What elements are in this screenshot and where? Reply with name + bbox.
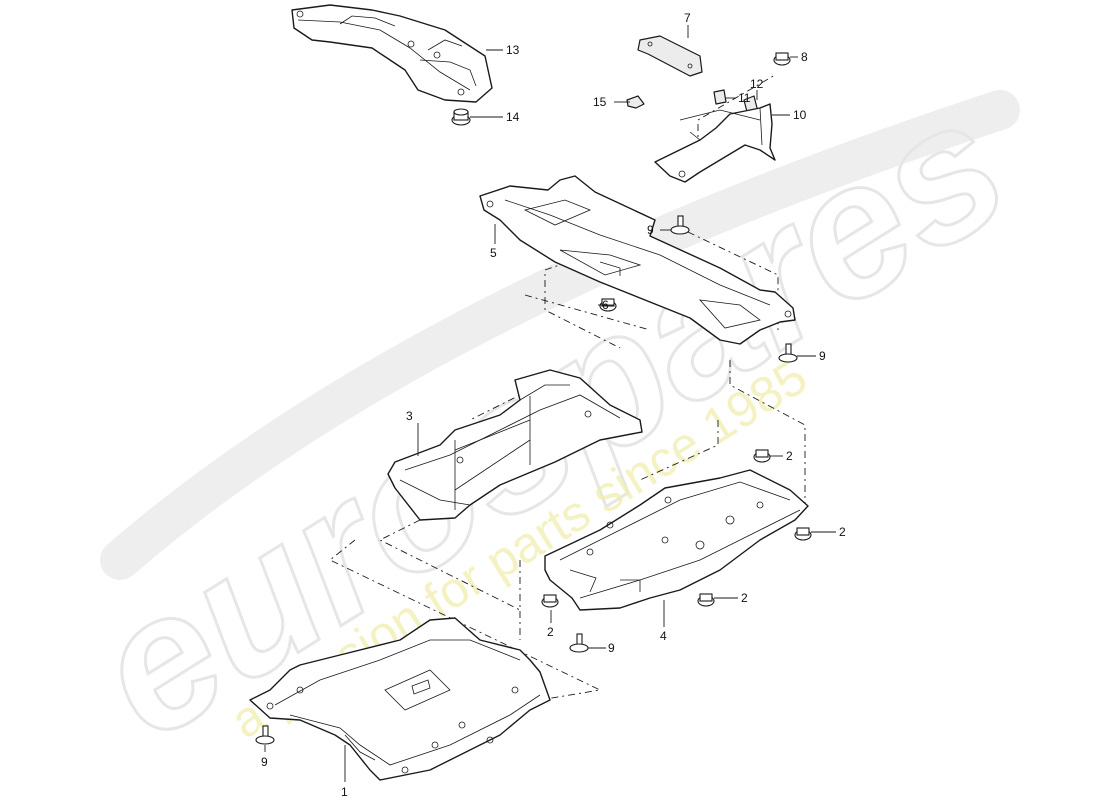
- part-10-bracket: [654, 103, 776, 183]
- callout-2d: 2: [547, 625, 554, 639]
- part-1-panel: [249, 617, 551, 781]
- screw-c: [569, 633, 589, 653]
- part-9-screws: [255, 215, 798, 745]
- callout-12: 12: [750, 77, 764, 91]
- part-4-panel: [544, 469, 809, 611]
- callout-1: 1: [341, 785, 348, 799]
- nut-2b: [794, 527, 812, 541]
- screw-a: [670, 215, 690, 235]
- callouts: 1 2 2 2 2 3 4 5 6 7 8 9 9 9 9 10 11 12 1…: [261, 11, 846, 799]
- leader-lines: [264, 25, 836, 782]
- part-7-plate: [637, 35, 703, 77]
- callout-9b: 9: [819, 349, 826, 363]
- callout-11: 11: [738, 91, 751, 105]
- callout-15: 15: [593, 95, 607, 109]
- callout-9c: 9: [608, 641, 615, 655]
- part-5-shield: [479, 175, 796, 345]
- part-3-tray: [387, 369, 643, 521]
- callout-3: 3: [406, 409, 413, 423]
- screw-d: [255, 725, 275, 745]
- part-6-nut: [599, 298, 617, 312]
- part-15-clip: [626, 95, 645, 109]
- part-14-nut: [451, 108, 471, 126]
- callout-4: 4: [660, 629, 667, 643]
- callout-5: 5: [490, 246, 497, 260]
- callout-9a: 9: [647, 223, 654, 237]
- nut-2c: [697, 593, 715, 607]
- nut-2d: [541, 594, 559, 608]
- callout-14: 14: [506, 110, 520, 124]
- screw-b: [778, 343, 798, 363]
- callout-9d: 9: [261, 755, 268, 769]
- callout-2b: 2: [839, 525, 846, 539]
- part-13-bracket: [291, 4, 493, 103]
- callout-8: 8: [801, 50, 808, 64]
- callout-6: 6: [602, 298, 609, 312]
- callout-13: 13: [506, 43, 520, 57]
- callout-2c: 2: [741, 591, 748, 605]
- part-8-nut: [773, 52, 791, 66]
- callout-7: 7: [684, 11, 691, 25]
- part-2-nuts: [541, 449, 812, 608]
- nut-2a: [753, 449, 771, 463]
- part-11-clip: [713, 89, 727, 105]
- callout-2a: 2: [786, 449, 793, 463]
- callout-10: 10: [793, 108, 807, 122]
